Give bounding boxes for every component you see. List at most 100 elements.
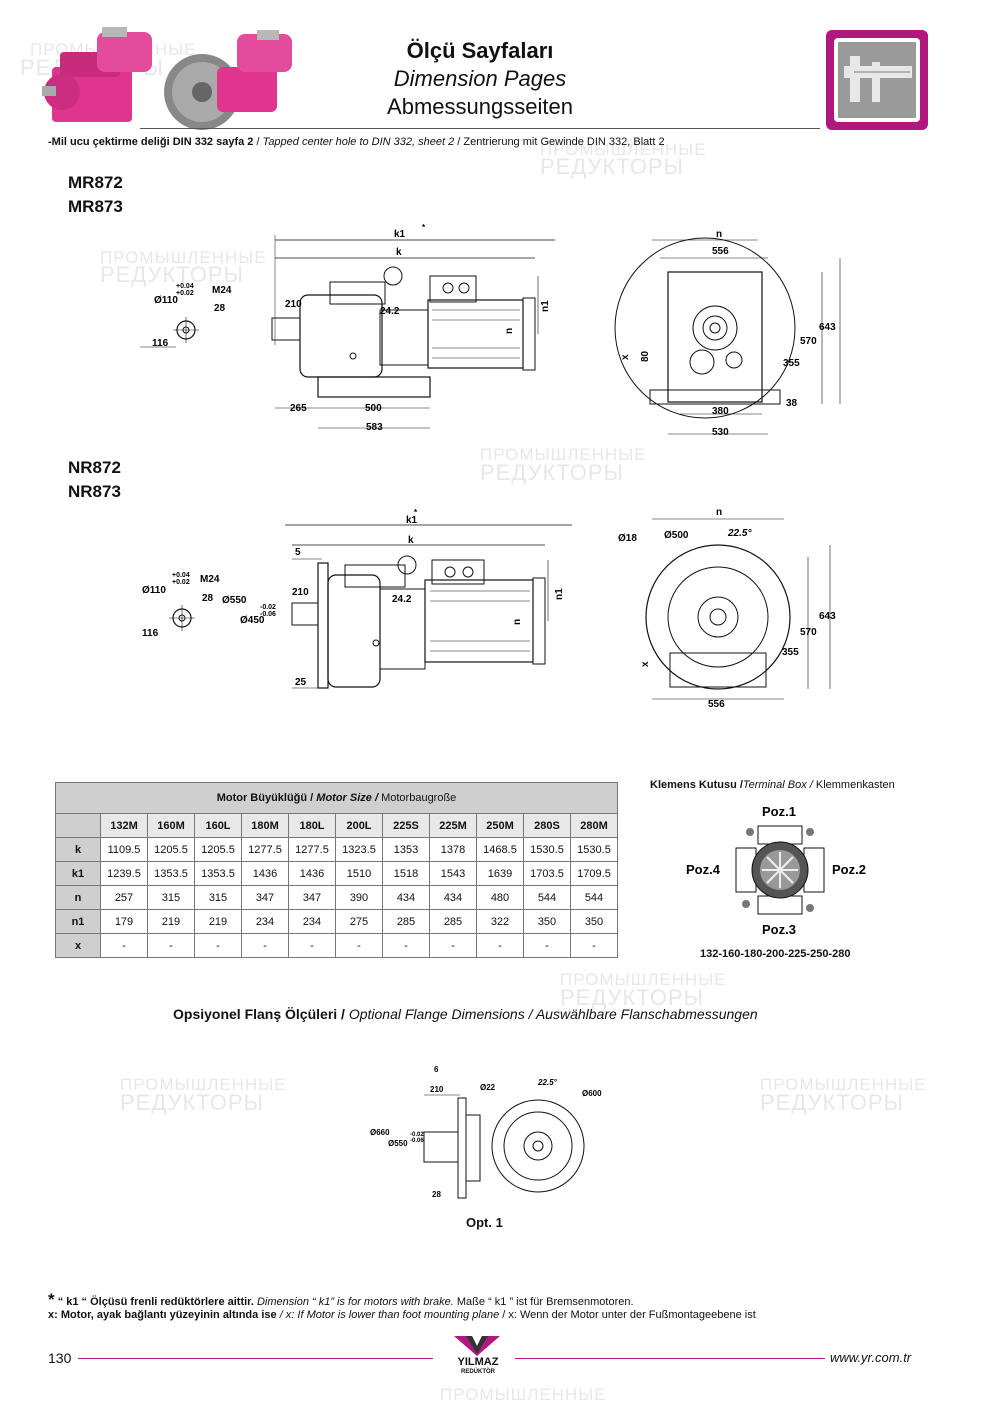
- dim-label: 643: [819, 322, 836, 333]
- dim-label: 583: [366, 422, 383, 433]
- watermark: РЕДУКТОРЫ: [100, 262, 244, 287]
- footnote-k1: * “ k1 “ Ölçüsü frenli redüktörlere aitt…: [48, 1290, 634, 1309]
- dim-label: 530: [712, 427, 729, 438]
- table-cell: -: [570, 933, 618, 958]
- flange-drawing: 6 210 Ø660 Ø550 -0.02 -0.06 28 Ø22 22.5°…: [370, 1065, 602, 1199]
- dim-label: -0.06: [260, 611, 276, 618]
- table-cell: 1277.5: [241, 837, 289, 862]
- dim-label: +0.04: [176, 283, 194, 290]
- mr-dimension-drawing: Ø110 +0.04 +0.02 M24 28 116 k1 * k 210 2…: [140, 223, 841, 438]
- dim-label: 556: [712, 246, 729, 257]
- poz-label: Poz.2: [832, 862, 866, 877]
- header-divider: [140, 128, 820, 129]
- table-cell: 544: [570, 885, 618, 910]
- website-url: www.yr.com.tr: [830, 1350, 912, 1365]
- dim-label: 355: [783, 358, 800, 369]
- dim-label: 643: [819, 611, 836, 622]
- size-header: 250M: [476, 813, 524, 838]
- dim-label: Ø600: [582, 1089, 602, 1098]
- dim-label: 24.2: [392, 594, 412, 605]
- dim-label: Ø660: [370, 1128, 390, 1137]
- table-cell: 390: [335, 885, 383, 910]
- page-number: 130: [48, 1350, 72, 1366]
- dim-label: k1: [394, 229, 406, 240]
- table-cell: 1518: [382, 861, 430, 886]
- table-cell: 434: [382, 885, 430, 910]
- table-cell: 315: [147, 885, 195, 910]
- table-cell: 1378: [429, 837, 477, 862]
- dim-label: k1: [406, 515, 418, 526]
- caliper-icon: [826, 30, 928, 130]
- table-cell: 285: [429, 909, 477, 934]
- size-header: 160L: [194, 813, 242, 838]
- table-cell: -: [241, 933, 289, 958]
- flange-title: Opsiyonel Flanş Ölçüleri / Optional Flan…: [173, 1006, 758, 1022]
- motor-size-table: Motor Büyüklüğü / Motor Size / Motorbaug…: [55, 782, 618, 958]
- watermark: РЕДУКТОРЫ: [760, 1090, 904, 1115]
- watermark: РЕДУКТОРЫ: [560, 985, 704, 1010]
- watermark: РЕДУКТОРЫ: [480, 460, 624, 485]
- poz-label: Poz.4: [686, 862, 721, 877]
- dim-label: -0.06: [410, 1138, 424, 1144]
- watermark: ПРОМЫШЛЕННЫЕ: [540, 140, 707, 159]
- table-cell: 434: [429, 885, 477, 910]
- yilmaz-logo-icon: [454, 1336, 500, 1356]
- table-cell: 1353.5: [194, 861, 242, 886]
- dim-label: 28: [214, 303, 226, 314]
- poz-label: Poz.1: [762, 804, 796, 819]
- brand-sub: REDÜKTÖR: [461, 1369, 495, 1375]
- model-label: MR872: [68, 173, 123, 192]
- dim-label: +0.02: [172, 579, 190, 586]
- table-cell: -: [100, 933, 148, 958]
- table-cell: 219: [194, 909, 242, 934]
- watermark: РЕДУКТОРЫ: [120, 1090, 264, 1115]
- watermark: ПРОМЫШЛЕННЫЕ: [120, 1075, 287, 1094]
- table-cell: 1353.5: [147, 861, 195, 886]
- table-cell: 480: [476, 885, 524, 910]
- terminal-box-sizes: 132-160-180-200-225-250-280: [700, 948, 851, 960]
- dim-label: Ø450: [240, 615, 265, 626]
- dim-label: M24: [200, 574, 220, 585]
- dim-label: 38: [786, 398, 798, 409]
- watermark: ПРОМЫШЛЕННЫЕ: [480, 445, 647, 464]
- dim-label: Ø22: [480, 1083, 496, 1092]
- dim-label: x: [620, 354, 631, 360]
- dim-label: k: [408, 535, 414, 546]
- size-header: 132M: [100, 813, 148, 838]
- footer-line-right: [515, 1358, 825, 1359]
- table-cell: 1353: [382, 837, 430, 862]
- table-cell: 1530.5: [570, 837, 618, 862]
- dim-label: 22.5°: [727, 528, 752, 539]
- table-row: n 257 315 315 347 347 390 434 434 480 54…: [55, 885, 618, 910]
- dim-label: 556: [708, 699, 725, 710]
- dim-label: Ø110: [142, 585, 166, 596]
- size-header: 180M: [241, 813, 289, 838]
- size-header: 180L: [288, 813, 336, 838]
- table-cell: 1530.5: [523, 837, 571, 862]
- table-cell: -: [476, 933, 524, 958]
- dim-label: n: [504, 328, 515, 334]
- dim-label: Ø550: [388, 1139, 408, 1148]
- row-label: n: [55, 885, 101, 910]
- poz-label: Poz.3: [762, 922, 796, 937]
- dim-label: 355: [782, 647, 799, 658]
- dim-label: x: [640, 661, 651, 667]
- dim-label: -0.02: [410, 1132, 424, 1138]
- dim-label: 116: [142, 628, 159, 639]
- dim-label: 25: [295, 677, 307, 688]
- footer-line-left: [78, 1358, 433, 1359]
- table-cell: 1510: [335, 861, 383, 886]
- table-cell: 1323.5: [335, 837, 383, 862]
- table-row: n1 179 219 219 234 234 275 285 285 322 3…: [55, 909, 618, 934]
- dim-label: Ø500: [664, 530, 689, 541]
- table-cell: 179: [100, 909, 148, 934]
- table-cell: 1468.5: [476, 837, 524, 862]
- dim-label: M24: [212, 285, 232, 296]
- dim-label: 116: [152, 338, 169, 349]
- page-title-de: Abmessungsseiten: [387, 94, 573, 119]
- dim-label: 210: [292, 587, 309, 598]
- row-label: k: [55, 837, 101, 862]
- flange-caption: Opt. 1: [466, 1215, 503, 1230]
- table-cell: 350: [570, 909, 618, 934]
- dim-label: n: [512, 619, 523, 625]
